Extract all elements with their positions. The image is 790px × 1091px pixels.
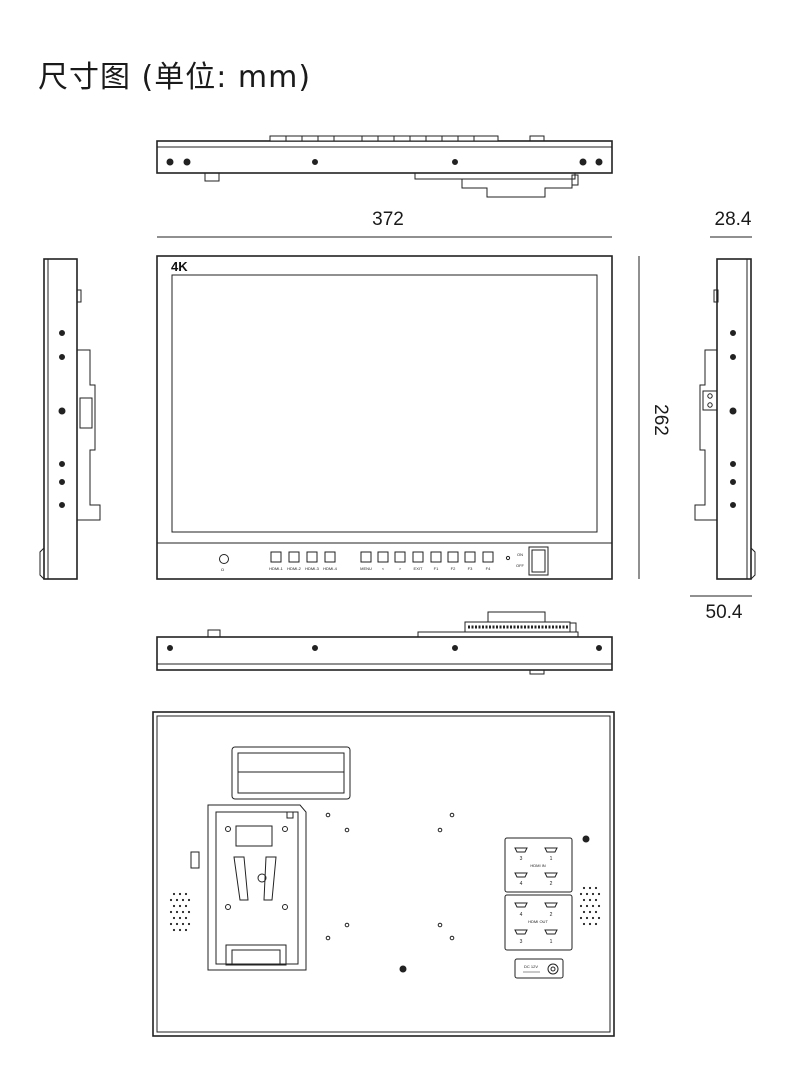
dc-label: DC 12V (524, 964, 538, 969)
right-label: > (399, 566, 402, 571)
rear-view: 3 1 4 2 HDMI IN 4 2 3 1 HDMI OUT DC 12V (152, 711, 615, 1037)
menu-label: MENU (360, 566, 372, 571)
hdmi-in-2-num: 2 (550, 881, 553, 887)
hdmi-select-buttons: HDMI-1 HDMI-2 HDMI-3 HDMI-4 (269, 551, 338, 571)
f2-label: F2 (451, 566, 456, 571)
hdmi-out-label: HDMI OUT (528, 919, 548, 924)
menu-buttons: MENU < > EXIT F1 F2 F3 F4 (360, 551, 494, 571)
hdmi-out-2-num: 2 (550, 912, 553, 918)
vesa-holes (325, 812, 455, 941)
bottom-view (156, 611, 613, 675)
svg-text:Ω: Ω (221, 567, 224, 572)
bottom-view-battery-plate (417, 611, 579, 675)
total-depth-label: 50.4 (706, 602, 743, 623)
headphone-jack (219, 554, 229, 564)
width-label: 372 (372, 209, 404, 230)
power-off-label: OFF (516, 563, 525, 568)
top-view-battery-plate (204, 172, 579, 198)
hdmi-2-label: HDMI-2 (287, 566, 302, 571)
hdmi-in-panel: 3 1 4 2 HDMI IN (504, 837, 573, 893)
page-title: 尺寸图 (单位: mm) (38, 60, 312, 95)
speaker-grille-left (169, 892, 191, 932)
depth-dimension: 28.4 (710, 209, 752, 238)
left-label: < (382, 566, 385, 571)
hdmi-3-label: HDMI-3 (305, 566, 320, 571)
left-side-view (39, 258, 101, 580)
power-on-label: ON (517, 552, 523, 557)
height-dimension: 262 (638, 256, 671, 579)
hdmi-out-1-num: 1 (550, 939, 553, 945)
f4-label: F4 (486, 566, 491, 571)
hdmi-1-label: HDMI-1 (269, 566, 284, 571)
dc-input-panel: DC 12V (514, 958, 564, 979)
height-label: 262 (650, 404, 671, 436)
v-mount-plate (190, 804, 307, 971)
hdmi-out-panel: 4 2 3 1 HDMI OUT (504, 894, 573, 951)
hdmi-in-4-num: 4 (520, 881, 523, 887)
f1-label: F1 (434, 566, 439, 571)
hdmi-in-label: HDMI IN (530, 863, 545, 868)
logo-4k: 4K (171, 259, 188, 274)
right-side-view (694, 258, 756, 580)
rear-handle (231, 746, 351, 800)
hdmi-out-3-num: 3 (520, 939, 523, 945)
hdmi-out-4-num: 4 (520, 912, 523, 918)
top-view (156, 135, 613, 198)
hdmi-4-label: HDMI-4 (323, 566, 338, 571)
speaker-grille-right (579, 886, 601, 926)
total-depth-dimension: 50.4 (690, 595, 752, 623)
front-view: 4K Ω HDMI-1 HDMI-2 HDMI-3 HDMI-4 MENU < … (156, 255, 613, 580)
f3-label: F3 (468, 566, 473, 571)
hdmi-in-1-num: 1 (550, 856, 553, 862)
hdmi-in-3-num: 3 (520, 856, 523, 862)
power-switch (528, 546, 549, 576)
exit-label: EXIT (414, 566, 423, 571)
top-view-buttons (269, 135, 545, 142)
depth-label: 28.4 (715, 209, 752, 230)
width-dimension: 372 (157, 209, 612, 238)
power-led (505, 555, 511, 561)
